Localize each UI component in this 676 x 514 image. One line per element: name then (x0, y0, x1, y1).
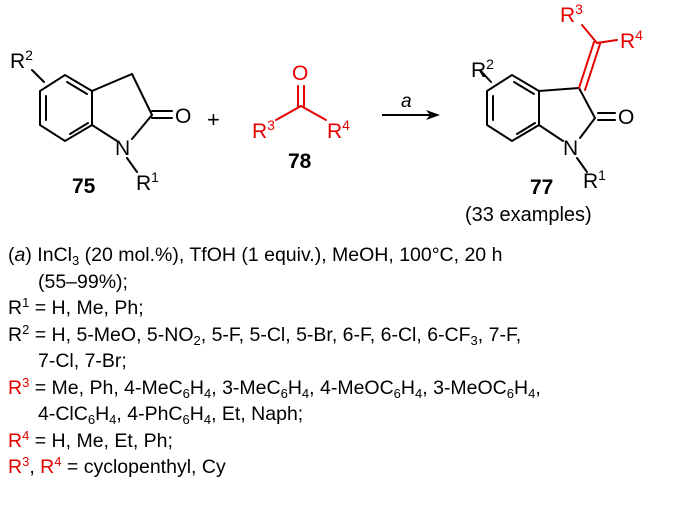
r3-values: H (95, 403, 110, 425)
product-exocyclic-alkene (578, 24, 618, 91)
arrow-condition-label: a (401, 91, 412, 112)
subscript: 4 (203, 412, 212, 427)
plus-sign: + (207, 107, 220, 132)
subscript: 6 (393, 385, 401, 401)
r2-values: , 5-F, 5-Cl, 5-Br, 6-F, 6-Cl, 6-CF (200, 323, 471, 346)
r3-symbol: R (8, 376, 23, 399)
r2-label-77: R2 (471, 56, 494, 82)
compound-label-75: 75 (72, 175, 96, 198)
reaction-scheme: R2 O N R1 75 + O R3 R4 78 a R3 (10, 1, 643, 226)
r1-values: = H, Me, Ph; (29, 297, 144, 319)
r3-r4-definition: R3, R4 = cyclopenthyl, Cy (8, 454, 672, 481)
r3-values: H (189, 376, 204, 399)
subscript: 6 (506, 385, 514, 401)
r3-definition-cont: 4-ClC6H4, 4-PhC6H4, Et, Naph; (8, 401, 672, 428)
r2-values: , 7-F, (477, 323, 522, 346)
r4-label-77: R4 (620, 27, 643, 53)
r4-symbol: R (8, 429, 23, 452)
nitrogen-77: N (563, 137, 578, 160)
r3-label-77: R3 (560, 1, 583, 27)
superscript: 4 (54, 454, 62, 469)
r3-values: , 3-MeOC (422, 376, 507, 399)
r2-label-75: R2 (10, 47, 33, 73)
carbonyl-o-77: O (618, 106, 634, 129)
subscript: 4 (528, 385, 536, 401)
product-77-structure (479, 69, 616, 173)
r3-values: , 4-PhC (116, 403, 183, 425)
compound-label-78: 78 (288, 150, 312, 173)
subscript: 4 (301, 385, 310, 401)
subscript: 6 (280, 385, 288, 401)
condition-a-line: (a) InCl3 (20 mol.%), TfOH (1 equiv.), M… (8, 242, 672, 269)
r1-definition: R1 = H, Me, Ph; (8, 295, 672, 322)
r3-values: H (400, 376, 415, 399)
examples-count: (33 examples) (465, 204, 592, 226)
r1-label-75: R1 (136, 169, 159, 195)
subscript: 6 (182, 385, 190, 401)
superscript: 3 (22, 454, 30, 469)
r3-values: , (535, 376, 541, 399)
r3-values: H (189, 403, 204, 425)
subscript: 2 (193, 332, 201, 348)
superscript: 1 (22, 295, 30, 310)
r4-symbol: R (40, 456, 55, 478)
r3-values: H (513, 376, 529, 399)
subscript: 6 (87, 412, 96, 427)
r2-definition-cont: 7-Cl, 7-Br; (8, 348, 672, 375)
r3-values: = Me, Ph, 4-MeC (29, 376, 183, 399)
superscript: 2 (22, 321, 30, 337)
condition-text: (20 mol.%), TfOH (1 equiv.), MeOH, 100°C… (79, 244, 503, 266)
r1-label-77: R1 (583, 167, 606, 193)
subscript: 3 (71, 253, 80, 268)
superscript: 4 (22, 427, 30, 443)
condition-text: ) InCl (25, 244, 72, 266)
subscript: 6 (182, 412, 190, 427)
r3-values: H (287, 376, 302, 399)
condition-yield-line: (55–99%); (8, 269, 672, 296)
nitrogen-75: N (115, 137, 130, 160)
r1-symbol: R (8, 297, 23, 319)
r3-values: , Et, Naph; (211, 403, 304, 425)
r3-values: 4-ClC (38, 403, 88, 425)
r2-values: = H, 5-MeO, 5-NO (29, 323, 194, 346)
reactant-75-structure (31, 69, 173, 173)
r3-definition: R3 = Me, Ph, 4-MeC6H4, 3-MeC6H4, 4-MeOC6… (8, 375, 672, 402)
yield-range: (55–99%); (38, 270, 128, 293)
paren-open: ( (8, 244, 15, 266)
condition-letter: a (14, 244, 26, 266)
r4-values: = H, Me, Et, Ph; (29, 429, 173, 452)
r3-label-78: R3 (252, 117, 275, 143)
r3-r4-values: = cyclopenthyl, Cy (61, 456, 226, 478)
ketone-o-78: O (292, 62, 308, 85)
r3-symbol: R (8, 456, 23, 478)
separator: , (29, 456, 41, 478)
subscript: 4 (109, 412, 117, 427)
compound-label-77: 77 (530, 176, 553, 199)
subscript: 3 (470, 332, 478, 348)
subscript: 4 (415, 385, 423, 401)
r2-symbol: R (8, 323, 23, 346)
subscript: 4 (204, 385, 212, 401)
r2-definition: R2 = H, 5-MeO, 5-NO2, 5-F, 5-Cl, 5-Br, 6… (8, 322, 672, 349)
r3-values: , 3-MeC (211, 376, 281, 399)
carbonyl-o-75: O (175, 105, 191, 128)
r2-values: 7-Cl, 7-Br; (38, 350, 127, 372)
r3-values: , 4-MeOC (309, 376, 394, 399)
reaction-arrow (382, 110, 440, 120)
reactant-78-structure (275, 85, 327, 121)
conditions-legend: (a) InCl3 (20 mol.%), TfOH (1 equiv.), M… (8, 242, 672, 481)
r4-definition: R4 = H, Me, Et, Ph; (8, 428, 672, 455)
superscript: 3 (22, 374, 30, 390)
r4-label-78: R4 (327, 117, 350, 143)
